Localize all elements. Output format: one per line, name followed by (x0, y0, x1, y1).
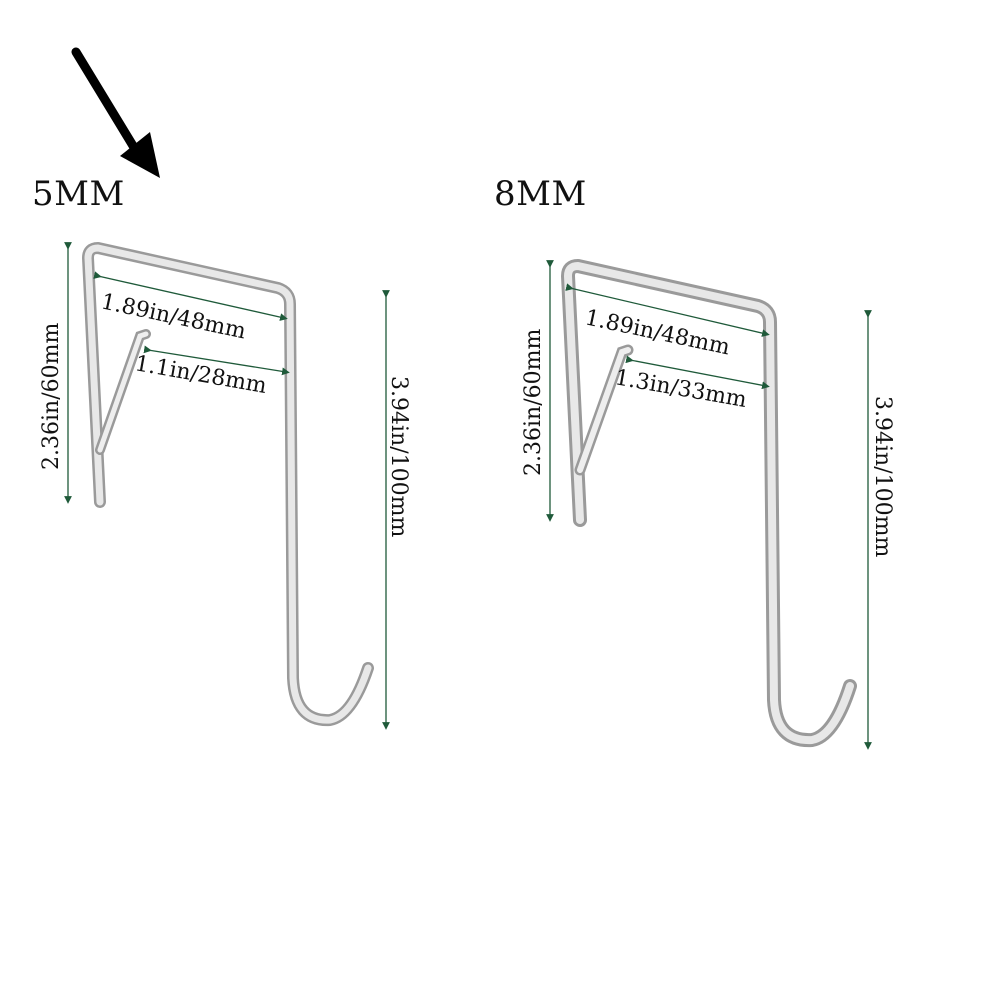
hook-8mm-width-label: 1.89in/48mm (583, 305, 732, 360)
hook-5mm-drawing (82, 242, 374, 727)
hook-8mm-length-label: 3.94in/100mm (870, 396, 895, 557)
hook-8mm-height-label: 2.36in/60mm (521, 329, 546, 476)
hook-5mm-gap-line (143, 345, 290, 376)
hook-8mm-width-line (565, 283, 770, 337)
hook-5mm-width-line (93, 271, 288, 321)
hook-5mm-height-label: 2.36in/60mm (39, 323, 64, 470)
hook-8mm-drawing (561, 259, 857, 748)
hook-5mm-title: 5MM (32, 174, 125, 214)
hook-5mm-width-label: 1.89in/48mm (99, 289, 248, 344)
hook-8mm-gap-label: 1.3in/33mm (613, 365, 749, 413)
hook-8mm-gap-line (625, 355, 770, 390)
hook-8mm-title: 8MM (494, 174, 587, 214)
down-right-arrow-icon (71, 47, 160, 178)
hook-5mm-length-label: 3.94in/100mm (386, 376, 411, 537)
